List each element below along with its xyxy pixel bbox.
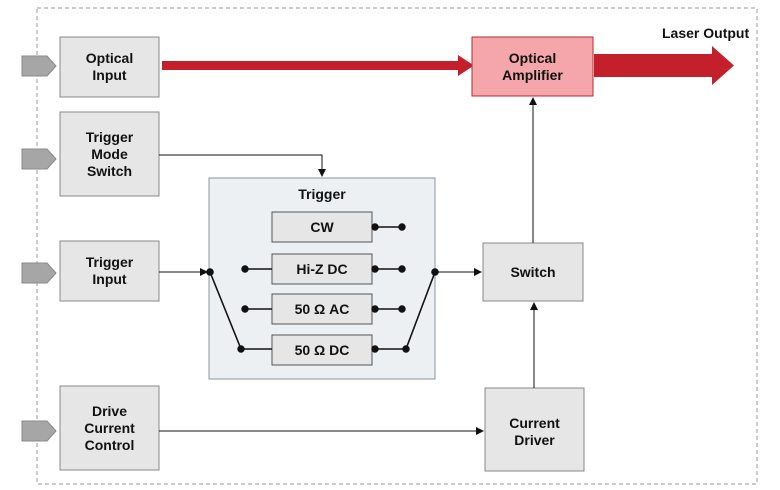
mode-hi-z-dc-label: Hi-Z DC xyxy=(296,261,347,277)
enclosure-border xyxy=(36,7,758,485)
drive-current-control-label-line: Control xyxy=(85,437,135,453)
mode-hi-z-dc: Hi-Z DC xyxy=(271,253,373,285)
switch-label: Switch xyxy=(510,264,555,280)
drive-current-connector-icon xyxy=(21,420,57,442)
optical-input-connector-icon xyxy=(21,55,57,77)
drive-current-control-label-line: Current xyxy=(84,420,135,436)
mode-cw-label: CW xyxy=(310,219,334,235)
trigger-input-label-line: Input xyxy=(92,271,127,287)
trigger-mode-connector-icon xyxy=(21,148,57,170)
trigger-mode-switch-label-line: Trigger xyxy=(86,129,134,145)
optical-amplifier-label-line: Optical xyxy=(509,50,556,66)
trigger-panel: Trigger CW Hi-Z DC 50 Ω AC 50 Ω DC xyxy=(206,177,439,380)
trigger-input-connector-icon xyxy=(21,262,57,284)
trigger-panel-title: Trigger xyxy=(298,186,346,202)
mode-50-ohm-ac-label: 50 Ω AC xyxy=(295,301,350,317)
laser-output-label: Laser Output xyxy=(662,25,749,41)
mode-50-ohm-ac: 50 Ω AC xyxy=(271,293,373,325)
optical-input-label-line: Input xyxy=(92,67,127,83)
trigger-input-label-line: Trigger xyxy=(86,254,134,270)
mode-50-ohm-dc-label: 50 Ω DC xyxy=(295,342,350,358)
trigger-mode-switch-label-line: Switch xyxy=(87,163,132,179)
optical-input-label-line: Optical xyxy=(86,50,133,66)
current-driver-label-line: Driver xyxy=(514,432,555,448)
mode-50-ohm-dc: 50 Ω DC xyxy=(271,334,373,366)
drive-current-control-label-line: Drive xyxy=(92,403,127,419)
laser-output-arrow xyxy=(594,46,734,85)
current-driver-label-line: Current xyxy=(509,415,560,431)
wire-mode-switch-to-trigger xyxy=(159,154,326,177)
signal-wires xyxy=(159,97,538,435)
switch-block: Switch xyxy=(482,242,584,302)
trigger-mode-switch-label-line: Mode xyxy=(91,146,128,162)
optical-amplifier-label-line: Amplifier xyxy=(502,67,563,83)
mode-cw: CW xyxy=(271,211,373,243)
optical-beam xyxy=(162,55,474,76)
